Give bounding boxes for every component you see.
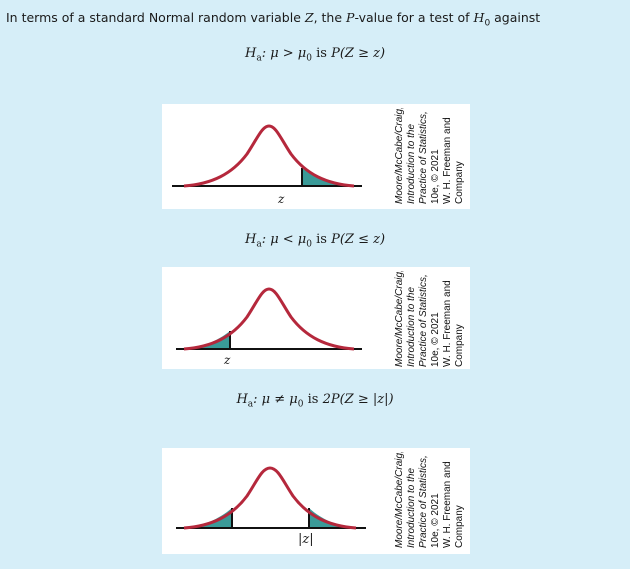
credit-line-1: Moore/McCabe/Craig, [394, 108, 405, 204]
intro-mid: , the [313, 10, 347, 25]
formula-is: is [303, 392, 323, 407]
formula-rel: : μ > μ [261, 46, 307, 61]
formula-rel: : μ < μ [261, 232, 307, 247]
credit-line-5: W. H. Freeman and [442, 280, 453, 367]
normal-curve-left-tail: z Moore/McCabe/Craig, Introduction to th… [162, 267, 470, 369]
formula-is: is [312, 46, 332, 61]
left-tail-fill [184, 508, 232, 528]
intro-var: Z [304, 10, 314, 25]
credit-svg: Moore/McCabe/Craig, Introduction to the … [394, 108, 465, 204]
formula-sub-a: a [256, 239, 262, 250]
formula-two-tail: Ha: μ ≠ μ0 is 2P(Z ≥ |z|) [0, 392, 630, 413]
intro-before: In terms of a standard Normal random var… [6, 10, 305, 25]
density-curve [183, 124, 355, 188]
z-label: z [224, 353, 231, 367]
density-curve [183, 466, 357, 530]
credit-line-4: 10e, © 2021 [430, 149, 441, 204]
credit-line-5: W. H. Freeman and [442, 117, 453, 204]
z-label: z [278, 192, 285, 206]
density-curve [183, 287, 355, 351]
credit-block: Moore/McCabe/Craig, Introduction to the … [390, 452, 490, 552]
formula-sub-a: a [247, 399, 254, 410]
normal-curve-svg [176, 466, 366, 530]
intro-after: -value for a test of [354, 10, 474, 25]
normal-curve-right-tail: z Moore/McCabe/Craig, Introduction to th… [162, 104, 470, 209]
formula-h: H [244, 232, 257, 247]
normal-curve-svg [176, 287, 362, 351]
formula-rhs: P(Z ≤ z) [331, 232, 386, 247]
credit-line-3: Practice of Statistics, [418, 274, 429, 367]
abs-z-label: |z| [298, 532, 314, 547]
normal-curve-two-tail: |z| Moore/McCabe/Craig, Introduction to … [162, 448, 470, 554]
formula-right-tail: Ha: μ > μ0 is P(Z ≥ z) [0, 46, 630, 67]
formula-rel: : μ ≠ μ [253, 392, 298, 407]
credit-svg: Moore/McCabe/Craig, Introduction to the … [394, 271, 465, 367]
credit-line-1: Moore/McCabe/Craig, [394, 452, 405, 548]
formula-sub-a: a [256, 53, 262, 64]
intro-h0: H [473, 10, 485, 25]
credit-line-3: Practice of Statistics, [418, 455, 429, 548]
credit-line-6: Company [454, 161, 465, 204]
intro-end: against [490, 10, 541, 25]
tail-fill [184, 331, 230, 349]
credit-line-6: Company [454, 505, 465, 548]
tail-fill [302, 168, 352, 186]
credit-line-1: Moore/McCabe/Craig, [394, 271, 405, 367]
formula-rhs: 2P(Z ≥ |z|) [322, 392, 394, 407]
formula-h: H [236, 392, 248, 407]
credit-line-2: Introduction to the [406, 468, 417, 548]
intro-pvalue: P [346, 10, 355, 25]
intro-text: In terms of a standard Normal random var… [6, 10, 626, 32]
normal-curve-svg [172, 124, 362, 188]
intro-h0-sub: 0 [484, 18, 491, 29]
formula-h: H [244, 46, 257, 61]
credit-line-3: Practice of Statistics, [418, 111, 429, 204]
right-tail-fill [309, 508, 356, 528]
formula-sub-0: 0 [306, 239, 312, 250]
formula-rhs: P(Z ≥ z) [331, 46, 386, 61]
credit-line-6: Company [454, 324, 465, 367]
credit-line-4: 10e, © 2021 [430, 493, 441, 548]
credit-svg: Moore/McCabe/Craig, Introduction to the … [394, 452, 465, 548]
credit-line-5: W. H. Freeman and [442, 461, 453, 548]
formula-is: is [312, 232, 332, 247]
formula-sub-0: 0 [306, 53, 312, 64]
credit-line-2: Introduction to the [406, 124, 417, 204]
credit-block: Moore/McCabe/Craig, Introduction to the … [390, 271, 490, 371]
formula-left-tail: Ha: μ < μ0 is P(Z ≤ z) [0, 232, 630, 253]
credit-line-2: Introduction to the [406, 287, 417, 367]
credit-line-4: 10e, © 2021 [430, 312, 441, 367]
formula-sub-0: 0 [297, 399, 304, 410]
credit-block: Moore/McCabe/Craig, Introduction to the … [390, 108, 490, 208]
